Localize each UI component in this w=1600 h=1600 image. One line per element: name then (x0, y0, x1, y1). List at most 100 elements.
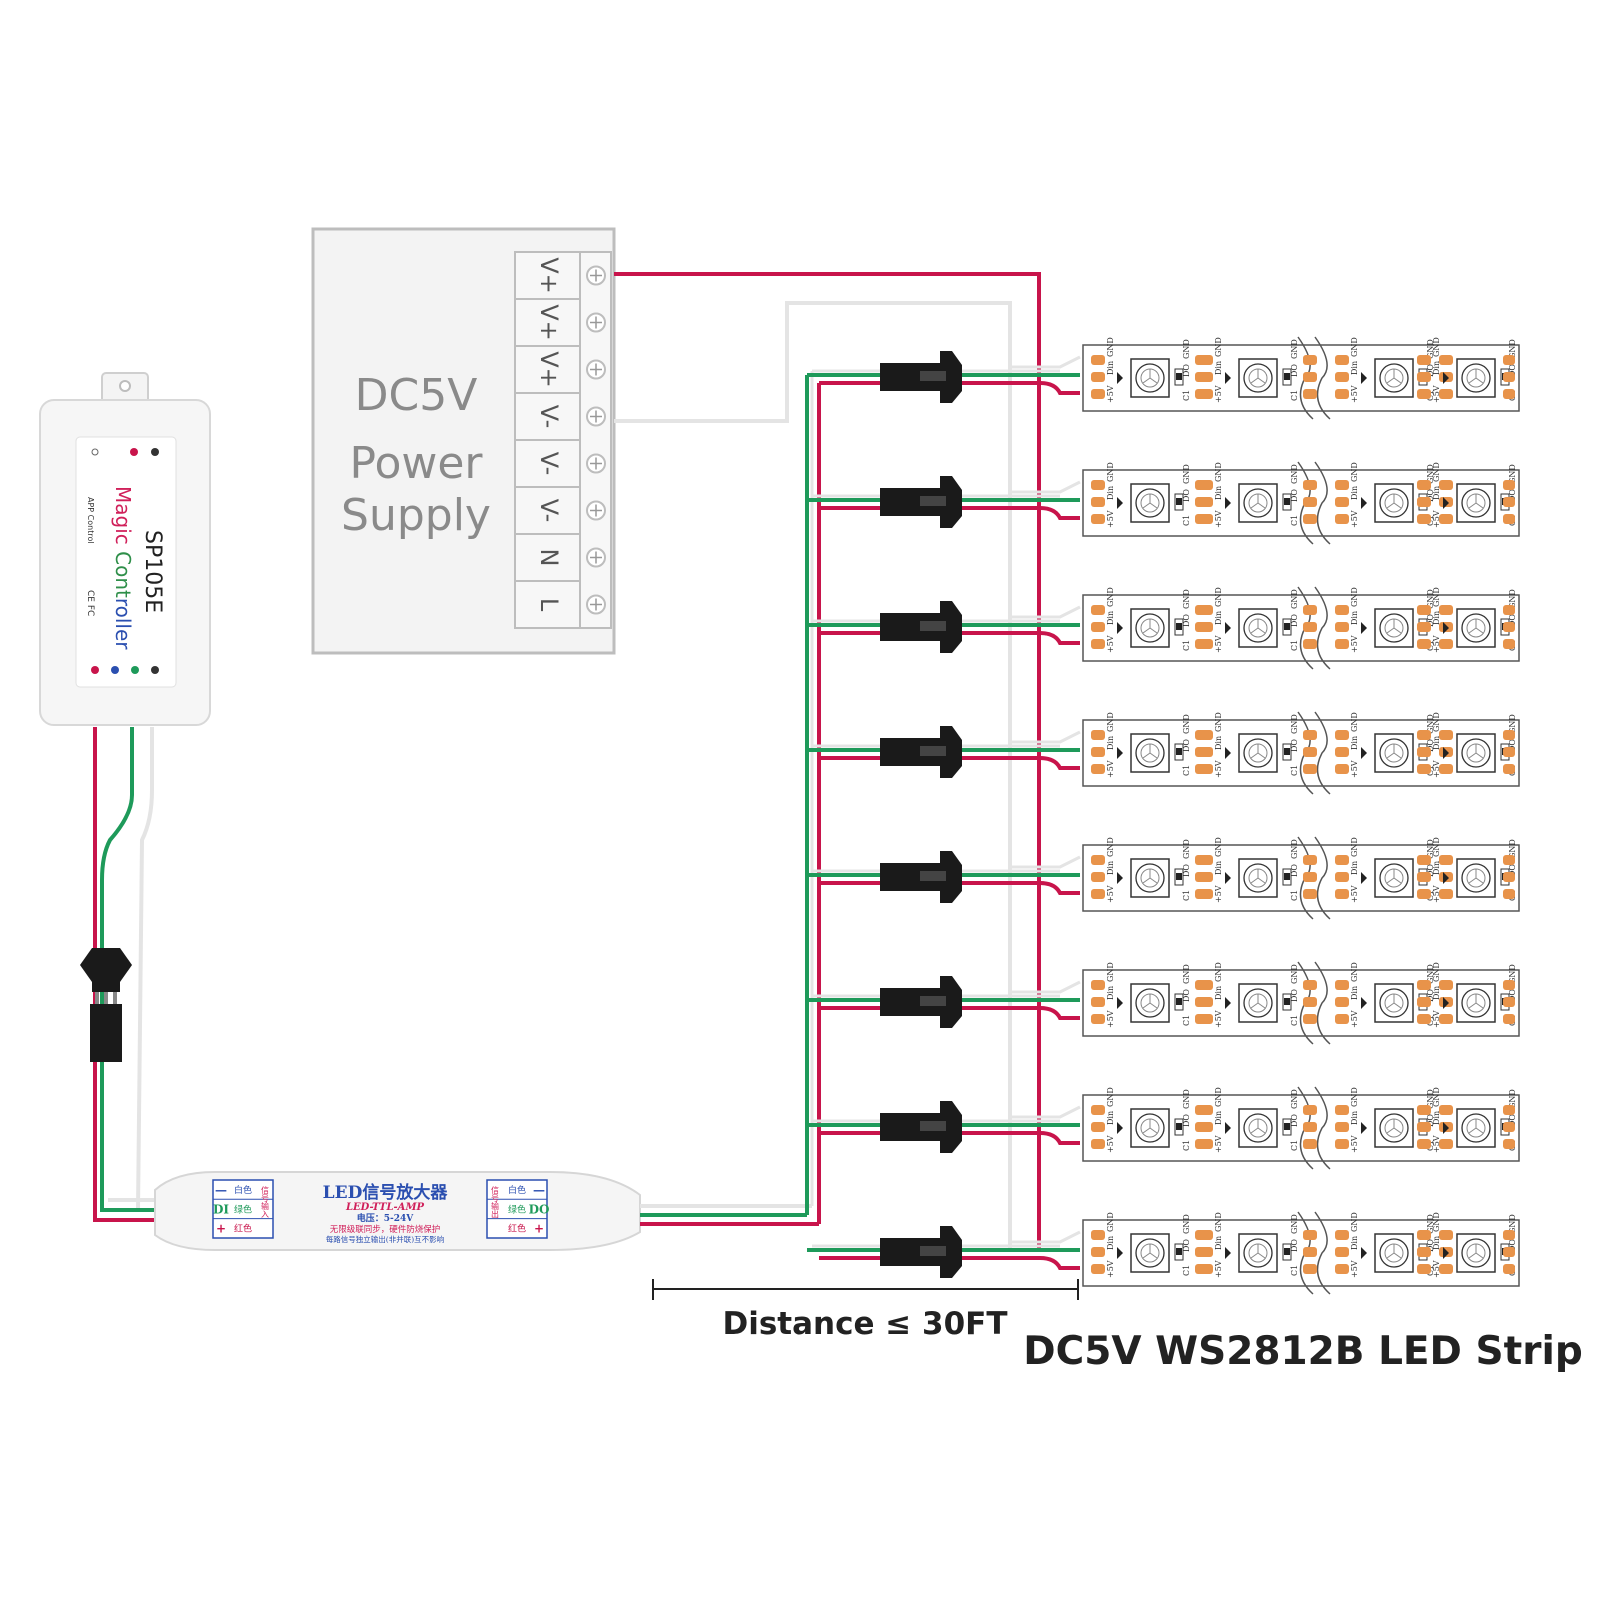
pad-label: DO (1508, 1114, 1517, 1127)
solder-pad (1335, 355, 1349, 365)
pad-label: GND (1182, 1089, 1191, 1109)
pad-label: GND (1106, 1087, 1115, 1107)
pad-label: DO (1426, 1114, 1435, 1127)
jst-connector (880, 601, 962, 653)
jst-connector (880, 1226, 962, 1278)
solder-pad (1417, 997, 1431, 1007)
pad-label: Din (1432, 486, 1441, 500)
data-direction-arrow (1443, 497, 1449, 509)
terminal-label: V+ (535, 351, 563, 388)
pad-label: +5V (1432, 385, 1441, 403)
pad-label: GND (1106, 837, 1115, 857)
screw-icon (586, 359, 606, 380)
ws2812b-led (1374, 608, 1414, 648)
screw-icon (586, 500, 606, 521)
pad-label: DO (1426, 614, 1435, 627)
pad-label: Din (1106, 1111, 1115, 1125)
pad-label: DO (1182, 864, 1191, 877)
solder-pad (1503, 747, 1515, 757)
pad-label: GND (1214, 837, 1223, 857)
pad-label: +5V (1214, 510, 1223, 528)
solder-pad (1335, 605, 1349, 615)
solder-pad (1303, 480, 1317, 490)
solder-pad (1503, 605, 1515, 615)
pad-label: Din (1432, 361, 1441, 375)
terminal-label: V+ (535, 304, 563, 341)
pad-label: GND (1350, 1212, 1359, 1232)
pad-label: DO (1182, 739, 1191, 752)
solder-pad (1091, 372, 1105, 382)
pad-label: GND (1290, 464, 1299, 484)
ws2812b-led (1374, 983, 1414, 1023)
solder-pad (1199, 872, 1213, 882)
solder-pad (1303, 622, 1317, 632)
ws2812b-led (1456, 733, 1496, 773)
solder-pad (1091, 1230, 1105, 1240)
led-strip: +5VDinGNDC1DOGND+5VDinGNDC1DOGND+5VDinGN… (1082, 1211, 1520, 1295)
ws2812b-led (1374, 1108, 1414, 1148)
screw-icon (586, 312, 606, 333)
pad-label: GND (1182, 1214, 1191, 1234)
amp-side-label: 信号输出 (491, 1185, 500, 1219)
pad-label: C1 (1290, 515, 1299, 526)
pad-label: GND (1426, 1089, 1435, 1109)
data-direction-arrow (1361, 372, 1367, 384)
solder-pad (1439, 1264, 1453, 1274)
solder-pad (1303, 1139, 1317, 1149)
pad-label: GND (1426, 464, 1435, 484)
jst-connector (880, 1101, 962, 1153)
solder-pad (1091, 1264, 1105, 1274)
solder-pad (1335, 639, 1349, 649)
pad-label: +5V (1214, 885, 1223, 903)
controller-name: Magic Controller (111, 486, 135, 650)
pad-label: GND (1214, 1087, 1223, 1107)
solder-pad (1199, 730, 1213, 740)
pad-label: GND (1106, 337, 1115, 357)
solder-pad (1199, 747, 1213, 757)
solder-pad (1417, 747, 1431, 757)
solder-pad (1199, 605, 1213, 615)
screw-icon (586, 453, 606, 474)
solder-pad (1303, 514, 1317, 524)
data-direction-arrow (1361, 872, 1367, 884)
pad-label: GND (1432, 962, 1441, 982)
pad-label: C1 (1182, 640, 1191, 651)
amp-pin-symbol: DI (213, 1202, 229, 1216)
solder-pad (1091, 514, 1105, 524)
solder-pad (1335, 1105, 1349, 1115)
data-direction-arrow (1443, 872, 1449, 884)
solder-pad (1439, 605, 1453, 615)
solder-pad (1199, 1139, 1213, 1149)
pad-label: Din (1432, 986, 1441, 1000)
solder-pad (1335, 747, 1349, 757)
led-strip: +5VDinGNDC1DOGND+5VDinGNDC1DOGND+5VDinGN… (1082, 586, 1520, 670)
solder-pad (1503, 764, 1515, 774)
terminal-label: V- (535, 452, 563, 476)
pad-label: Din (1432, 861, 1441, 875)
pad-label: GND (1182, 714, 1191, 734)
led-strip: +5VDinGNDC1DOGND+5VDinGNDC1DOGND+5VDinGN… (1082, 836, 1520, 920)
solder-pad (1199, 889, 1213, 899)
led-strip: +5VDinGNDC1DOGND+5VDinGNDC1DOGND+5VDinGN… (1082, 1086, 1520, 1170)
pad-label: Din (1350, 486, 1359, 500)
pad-label: +5V (1214, 1260, 1223, 1278)
solder-pad (1335, 997, 1349, 1007)
terminal-label: V- (535, 405, 563, 429)
pad-label: Din (1350, 1111, 1359, 1125)
pad-label: DO (1508, 739, 1517, 752)
pad-label: Din (1106, 986, 1115, 1000)
solder-pad (1303, 372, 1317, 382)
solder-pad (1199, 389, 1213, 399)
pad-label: +5V (1106, 1010, 1115, 1028)
pad-label: GND (1350, 837, 1359, 857)
amp-line2: 每路信号独立输出(非并联)互不影响 (326, 1234, 444, 1244)
solder-pad (1417, 514, 1431, 524)
pad-label: GND (1214, 587, 1223, 607)
amp-pin-symbol: + (534, 1222, 544, 1236)
pad-label: Din (1350, 611, 1359, 625)
pad-label: Din (1432, 611, 1441, 625)
solder-pad (1303, 1230, 1317, 1240)
solder-pad (1303, 730, 1317, 740)
pad-label: Din (1106, 361, 1115, 375)
solder-pad (1503, 730, 1515, 740)
